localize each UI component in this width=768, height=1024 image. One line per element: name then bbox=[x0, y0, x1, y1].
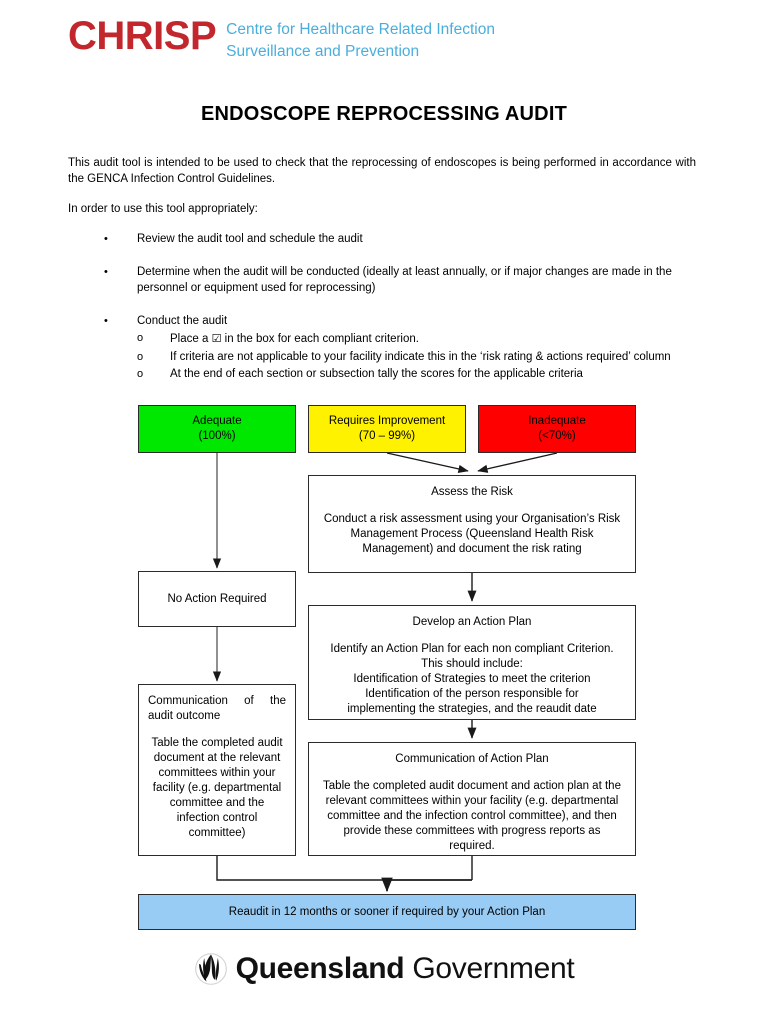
queensland-government-wordmark: Queensland Government bbox=[236, 952, 575, 986]
sub-list-item-label-after: in the box for each compliant criterion. bbox=[221, 333, 419, 345]
flow-node-no-action-required[interactable]: No Action Required bbox=[138, 571, 296, 627]
flow-node-develop-an-action-plan-heading: Develop an Action Plan bbox=[412, 616, 532, 628]
sub-instruction-list: o Place a ☑ in the box for each complian… bbox=[137, 331, 708, 383]
connector-requires-improvement-to-assess-risk bbox=[386, 452, 469, 473]
flow-node-reaudit[interactable]: Reaudit in 12 months or sooner if requir… bbox=[138, 894, 636, 930]
sub-list-item-label: At the end of each section or subsection… bbox=[170, 368, 583, 380]
queensland-maltese-cross-icon bbox=[194, 953, 227, 985]
flow-node-communication-action-plan-body: Table the completed audit document and a… bbox=[323, 780, 621, 852]
flow-node-no-action-required-heading: No Action Required bbox=[167, 592, 267, 605]
communication-audit-heading-line-2: audit outcome bbox=[148, 710, 221, 722]
connector-inadequate-to-assess-risk bbox=[477, 452, 558, 473]
page-title: ENDOSCOPE REPROCESSING AUDIT bbox=[200, 103, 568, 125]
develop-body-line-2: This should include: bbox=[421, 658, 523, 670]
flow-node-adequate-line-2: (100%) bbox=[198, 430, 236, 442]
sub-list-item-label: If criteria are not applicable to your f… bbox=[170, 350, 671, 363]
bullet-marker-icon: • bbox=[104, 315, 108, 327]
flow-node-develop-an-action-plan-body: Identify an Action Plan for each non com… bbox=[321, 642, 623, 717]
develop-body-line-5: implementing the strategies, and the rea… bbox=[347, 703, 597, 715]
communication-audit-heading-line-1: Communication of the bbox=[148, 695, 286, 707]
list-item-label: Determine when the audit will be conduct… bbox=[137, 266, 672, 294]
list-item: • Review the audit tool and schedule the… bbox=[68, 231, 708, 247]
develop-body-line-1: Identify an Action Plan for each non com… bbox=[330, 643, 614, 655]
circle-bullet-marker-icon: o bbox=[137, 332, 144, 344]
chrisp-logo-text: CHRISP bbox=[68, 14, 217, 58]
flow-node-assess-the-risk-body: Conduct a risk assessment using your Org… bbox=[323, 513, 621, 555]
queensland-government-logo: Queensland Government bbox=[0, 952, 768, 986]
flow-node-communication-of-audit-outcome[interactable]: Communication of the audit outcome Table… bbox=[138, 684, 296, 856]
checked-box-icon: ☑ bbox=[211, 332, 222, 345]
flow-node-inadequate-line-1: Inadequate bbox=[528, 415, 586, 427]
sub-list-item-label-before: Place a bbox=[170, 333, 212, 345]
flow-node-requires-improvement-line-1: Requires Improvement bbox=[328, 415, 446, 427]
flow-node-reaudit-label: Reaudit in 12 months or sooner if requir… bbox=[228, 905, 546, 918]
list-item: • Determine when the audit will be condu… bbox=[68, 264, 708, 296]
bullet-marker-icon: • bbox=[104, 233, 108, 245]
flow-node-adequate-line-1: Adequate bbox=[192, 415, 242, 427]
queensland-word: Queensland bbox=[235, 952, 405, 985]
develop-body-line-4: Identification of the person responsible… bbox=[365, 688, 579, 700]
list-item-label: Conduct the audit bbox=[137, 315, 228, 327]
bullet-marker-icon: • bbox=[104, 266, 108, 278]
intro-paragraph: This audit tool is intended to be used t… bbox=[68, 157, 696, 185]
chrisp-subtitle-line-2: Surveillance and Prevention bbox=[226, 43, 420, 60]
develop-body-line-3: Identification of Strategies to meet the… bbox=[353, 673, 591, 685]
flow-node-requires-improvement[interactable]: Requires Improvement (70 – 99%) bbox=[308, 405, 466, 453]
connector-communication-audit-outcome-to-reaudit bbox=[216, 856, 472, 881]
chrisp-subtitle-line-1: Centre for Healthcare Related Infection bbox=[226, 21, 495, 38]
flow-node-adequate[interactable]: Adequate (100%) bbox=[138, 405, 296, 453]
flow-node-communication-of-action-plan[interactable]: Communication of Action Plan Table the c… bbox=[308, 742, 636, 856]
flow-node-inadequate[interactable]: Inadequate (<70%) bbox=[478, 405, 636, 453]
sub-list-item: o At the end of each section or subsecti… bbox=[137, 367, 708, 383]
flow-node-assess-the-risk-heading: Assess the Risk bbox=[431, 486, 513, 498]
sub-list-item: o If criteria are not applicable to your… bbox=[137, 350, 708, 366]
flow-node-communication-audit-outcome-heading: Communication of the audit outcome bbox=[148, 694, 286, 724]
circle-bullet-marker-icon: o bbox=[137, 350, 144, 363]
brand-header: CHRISP Centre for Healthcare Related Inf… bbox=[68, 14, 495, 63]
flow-node-communication-action-plan-heading: Communication of Action Plan bbox=[395, 753, 549, 765]
sub-list-item: o Place a ☑ in the box for each complian… bbox=[137, 331, 708, 348]
flow-node-assess-the-risk[interactable]: Assess the Risk Conduct a risk assessmen… bbox=[308, 475, 636, 573]
list-item-label: Review the audit tool and schedule the a… bbox=[137, 233, 363, 245]
government-word: Government bbox=[412, 952, 575, 985]
list-item: • Conduct the audit o Place a ☑ in the b… bbox=[68, 313, 708, 383]
flow-node-communication-audit-outcome-body: Table the completed audit document at th… bbox=[151, 737, 283, 839]
flow-node-inadequate-line-2: (<70%) bbox=[538, 430, 576, 442]
chrisp-logo-subtitle: Centre for Healthcare Related Infection … bbox=[226, 19, 495, 63]
instruction-list: • Review the audit tool and schedule the… bbox=[68, 231, 708, 383]
circle-bullet-marker-icon: o bbox=[137, 368, 144, 380]
flow-node-develop-an-action-plan[interactable]: Develop an Action Plan Identify an Actio… bbox=[308, 605, 636, 720]
flow-node-requires-improvement-line-2: (70 – 99%) bbox=[358, 430, 416, 442]
instruction-lead: In order to use this tool appropriately: bbox=[68, 203, 258, 215]
